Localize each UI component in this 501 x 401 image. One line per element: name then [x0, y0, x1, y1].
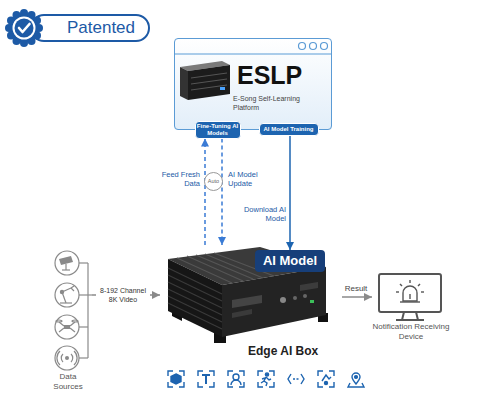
platform-window: ESLPE-Song Self-Learning PlatformFine-Tu…	[174, 38, 332, 130]
server-illustration	[180, 61, 230, 100]
edge-label: AI Model Update	[228, 170, 278, 188]
data-source-group: Data Sources	[44, 248, 92, 394]
badge-text: Patented	[56, 18, 146, 38]
source-bracket	[79, 263, 92, 358]
dashed-arrow	[221, 139, 223, 246]
platform-window	[174, 38, 332, 130]
monitor-illustration	[379, 274, 441, 320]
function-pill: AI Model Training	[259, 123, 319, 136]
group-caption: Data Sources	[44, 372, 92, 391]
edge-label: Feed Fresh Data	[156, 170, 200, 188]
device-caption: Edge AI Box	[248, 344, 340, 358]
edge-device-illustration	[168, 247, 328, 343]
model-text: AI Model	[255, 253, 325, 269]
data-source-icons	[55, 251, 79, 370]
model-badge: AI Model	[255, 250, 325, 272]
auto-badge: Auto	[204, 172, 223, 191]
feature-icons	[168, 371, 364, 387]
notification-device: Notification Receiving Device	[372, 272, 450, 346]
pill-text: Fine-Tuning AI Models	[196, 123, 240, 137]
edge-device: Edge AI Box AI Model	[160, 245, 342, 363]
platform-subtitle: E-Song Self-Learning Platform	[233, 95, 325, 112]
edge-label: Download AI Model	[234, 205, 286, 223]
device-caption: Notification Receiving Device	[372, 322, 450, 341]
dashed-arrow	[204, 139, 206, 246]
flow-arrow	[289, 136, 291, 251]
edge-label: Result	[340, 284, 372, 294]
flow-arrow	[342, 296, 372, 298]
patent-rosette	[5, 9, 43, 47]
platform-title: ESLP	[237, 61, 302, 89]
function-pill: Fine-Tuning AI Models	[195, 121, 241, 139]
pill-text: AI Model Training	[260, 124, 318, 135]
badge-pill: Patented	[30, 14, 150, 42]
edge-label: 8-192 Channel 8K Video	[96, 286, 150, 304]
